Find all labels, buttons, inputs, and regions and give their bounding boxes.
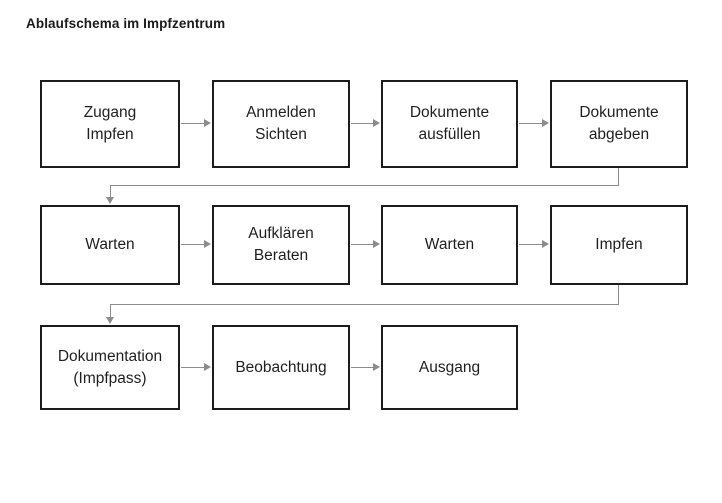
node-beobachtung[interactable]: Beobachtung bbox=[212, 325, 350, 410]
edge-n5-n6-arrowhead bbox=[204, 240, 211, 248]
edge-n9-n10-arrowhead bbox=[204, 363, 211, 371]
edge-n3-n4-arrowhead bbox=[542, 119, 549, 127]
edge-n2-n3-line bbox=[351, 123, 374, 125]
edge-n1-n2-line bbox=[181, 123, 205, 125]
edge-n4-n5-run bbox=[110, 185, 619, 187]
node-warten-2[interactable]: Warten bbox=[381, 205, 518, 285]
node-label: Beobachtung bbox=[235, 358, 327, 376]
edge-n5-n6-line bbox=[181, 244, 205, 246]
node-aufklaeren-beraten[interactable]: Aufklären Beraten bbox=[212, 205, 350, 285]
page-title: Ablaufschema im Impfzentrum bbox=[26, 16, 226, 31]
edge-n6-n7-arrowhead bbox=[373, 240, 380, 248]
node-label: Warten bbox=[85, 236, 135, 253]
edge-n2-n3-arrowhead bbox=[373, 119, 380, 127]
edge-n4-n5-rise bbox=[110, 185, 112, 198]
edge-n8-n9-drop bbox=[618, 285, 620, 305]
node-warten-1[interactable]: Warten bbox=[40, 205, 180, 285]
edge-n10-n11-arrowhead bbox=[373, 363, 380, 371]
node-zugang-impfen[interactable]: Zugang Impfen bbox=[40, 80, 180, 168]
node-impfen[interactable]: Impfen bbox=[550, 205, 688, 285]
edge-n10-n11-line bbox=[351, 367, 374, 369]
node-ausgang[interactable]: Ausgang bbox=[381, 325, 518, 410]
node-anmelden-sichten[interactable]: Anmelden Sichten bbox=[212, 80, 350, 168]
edge-n1-n2-arrowhead bbox=[204, 119, 211, 127]
node-dokumentation-impfpass[interactable]: Dokumentation (Impfpass) bbox=[40, 325, 180, 410]
edge-n8-n9-arrowhead bbox=[106, 317, 114, 324]
edge-n7-n8-line bbox=[519, 244, 543, 246]
edge-n4-n5-drop bbox=[618, 168, 620, 186]
edge-n8-n9-rise bbox=[110, 304, 112, 318]
edge-n9-n10-line bbox=[181, 367, 205, 369]
node-label: Dokumentation (Impfpass) bbox=[57, 347, 163, 387]
edge-n8-n9-run bbox=[110, 304, 619, 306]
node-label: Zugang Impfen bbox=[83, 104, 137, 143]
node-label: Anmelden Sichten bbox=[246, 104, 316, 143]
node-label: Dokumente abgeben bbox=[579, 104, 659, 143]
node-label: Impfen bbox=[595, 236, 643, 253]
edge-n3-n4-line bbox=[519, 123, 543, 125]
node-dokumente-ausfuellen[interactable]: Dokumente ausfüllen bbox=[381, 80, 518, 168]
node-label: Aufklären Beraten bbox=[248, 225, 314, 264]
node-label: Warten bbox=[424, 236, 475, 253]
edge-n6-n7-line bbox=[351, 244, 374, 246]
node-label: Dokumente ausfüllen bbox=[409, 104, 490, 143]
edge-n7-n8-arrowhead bbox=[542, 240, 549, 248]
edge-n4-n5-arrowhead bbox=[106, 197, 114, 204]
node-label: Ausgang bbox=[418, 358, 481, 376]
node-dokumente-abgeben[interactable]: Dokumente abgeben bbox=[550, 80, 688, 168]
